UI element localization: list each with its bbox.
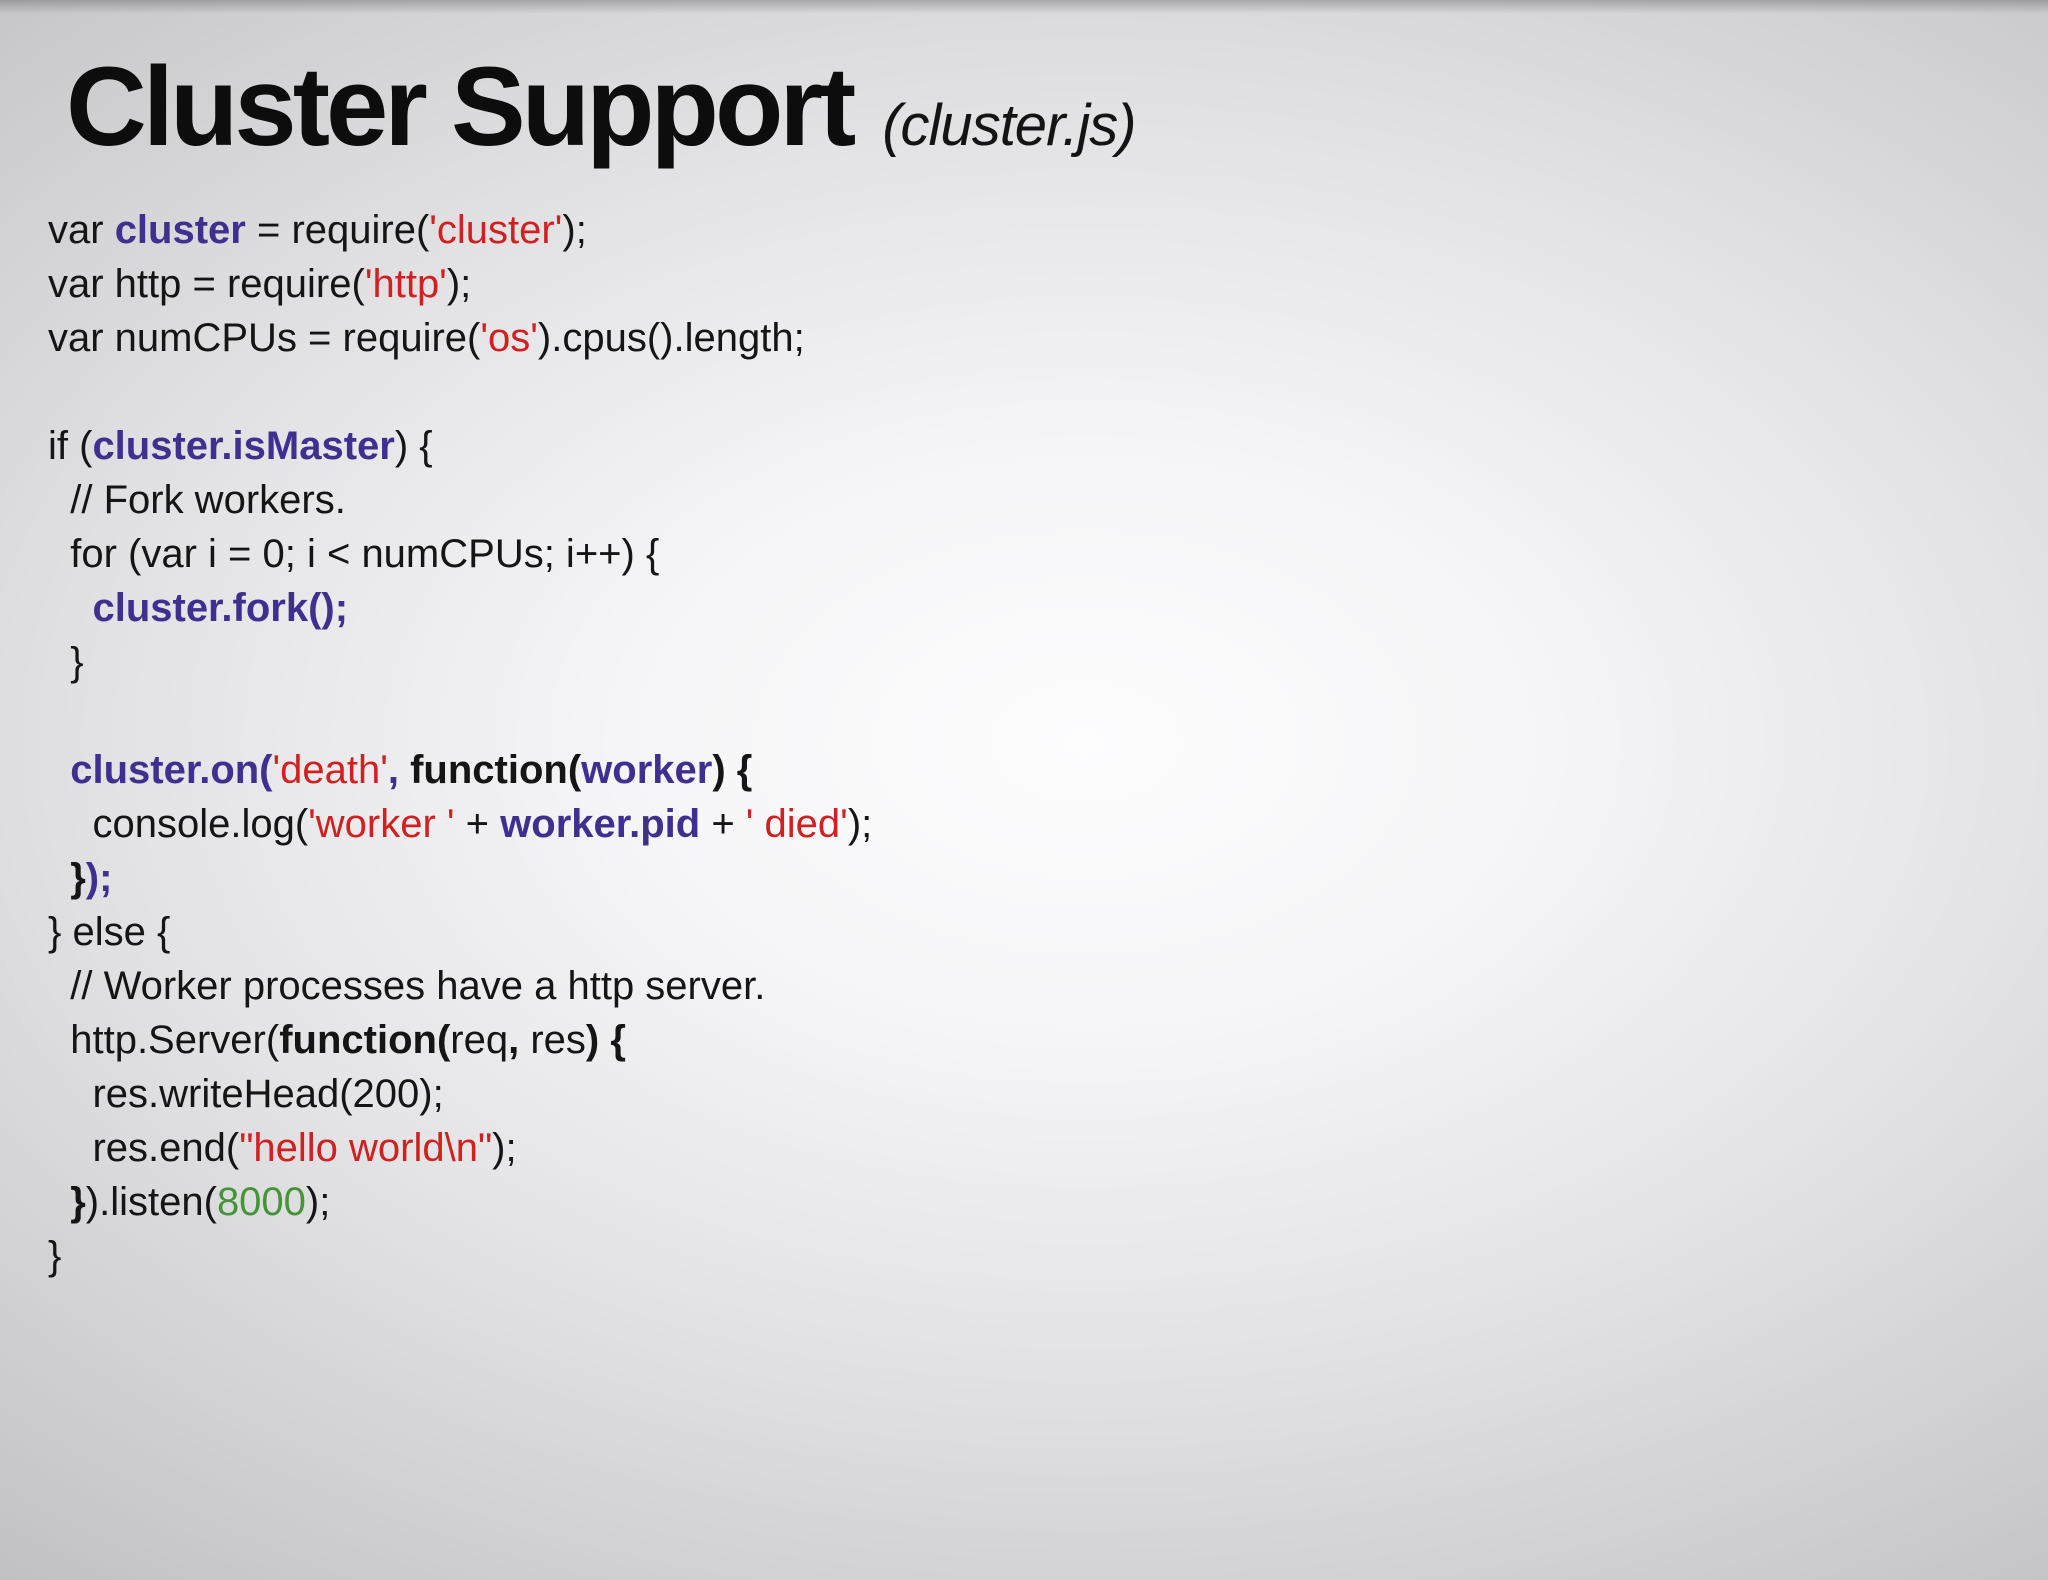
code-segment: } (48, 640, 84, 685)
code-segment: ) { (394, 424, 433, 469)
code-segment: res.end( (48, 1126, 240, 1171)
code-segment: } else { (48, 910, 171, 955)
code-segment: if ( (48, 424, 93, 469)
code-line: }); (48, 851, 2048, 905)
code-segment: 'cluster' (429, 208, 563, 253)
code-segment: worker.pid (500, 802, 701, 847)
code-line: for (var i = 0; i < numCPUs; i++) { (48, 527, 2048, 581)
code-block: var cluster = require('cluster');var htt… (48, 203, 2048, 1283)
code-segment: ).cpus().length; (537, 316, 805, 361)
code-segment: + (700, 802, 746, 847)
code-segment: ' died' (745, 802, 848, 847)
code-segment: ); (446, 262, 472, 307)
code-segment: = require( (245, 208, 430, 253)
slide: Cluster Support (cluster.js) var cluster… (0, 44, 2048, 1580)
code-line: cluster.fork(); (48, 581, 2048, 635)
code-line: } (48, 1229, 2048, 1283)
code-segment: function( (279, 1018, 451, 1063)
code-segment: for (var i = 0; i < numCPUs; i++) { (48, 532, 660, 577)
code-line: var numCPUs = require('os').cpus().lengt… (48, 311, 2048, 365)
code-line: var http = require('http'); (48, 257, 2048, 311)
code-segment: 8000 (216, 1180, 306, 1225)
code-line: }).listen(8000); (48, 1175, 2048, 1229)
code-segment: ); (562, 208, 587, 253)
code-line: if (cluster.isMaster) { (48, 419, 2048, 473)
code-segment: cluster.fork(); (92, 586, 349, 631)
code-segment: req (450, 1018, 509, 1063)
code-line: res.end("hello world\n"); (48, 1121, 2048, 1175)
code-segment (48, 586, 92, 630)
code-segment: var numCPUs = require( (48, 316, 481, 361)
code-segment: // Worker processes have a http server. (48, 964, 766, 1009)
code-segment: ); (492, 1126, 517, 1171)
code-segment: ) { (585, 1018, 626, 1063)
slide-header: Cluster Support (cluster.js) (66, 44, 2048, 169)
code-segment: console.log( (48, 802, 309, 847)
code-line: // Fork workers. (48, 473, 2048, 527)
code-segment: 'os' (480, 316, 538, 361)
code-line: } (48, 635, 2048, 689)
code-line: } else { (48, 905, 2048, 959)
code-segment: res (519, 1018, 586, 1063)
code-segment: ); (847, 802, 873, 847)
code-line (48, 365, 2048, 419)
code-line: cluster.on('death', function(worker) { (48, 743, 2048, 797)
code-segment: , (387, 748, 411, 793)
code-segment: , (508, 1018, 520, 1063)
code-line (48, 689, 2048, 743)
code-segment: ); (305, 1180, 331, 1225)
code-segment: ).listen( (85, 1180, 217, 1225)
code-line: res.writeHead(200); (48, 1067, 2048, 1121)
code-segment: cluster.on( (70, 748, 273, 793)
code-line: // Worker processes have a http server. (48, 959, 2048, 1013)
code-segment: } (48, 1234, 62, 1279)
code-segment: function( (410, 748, 582, 793)
code-segment: var http = require( (48, 262, 365, 307)
code-segment: "hello world\n" (239, 1126, 493, 1171)
code-segment: } (48, 1180, 86, 1225)
code-segment: 'death' (272, 748, 388, 793)
slide-subtitle: (cluster.js) (882, 93, 1136, 158)
code-segment: cluster.isMaster (92, 424, 395, 469)
code-line: http.Server(function(req, res) { (48, 1013, 2048, 1067)
code-segment: ) { (712, 748, 753, 793)
code-segment: ); (85, 856, 113, 901)
code-line: var cluster = require('cluster'); (48, 203, 2048, 257)
code-segment: 'worker ' (308, 802, 455, 847)
code-segment: res.writeHead(200); (48, 1072, 444, 1117)
code-segment: // Fork workers. (48, 478, 346, 523)
code-segment: cluster (114, 208, 246, 253)
code-segment: worker (581, 748, 713, 793)
code-line: console.log('worker ' + worker.pid + ' d… (48, 797, 2048, 851)
code-segment: var (48, 208, 115, 253)
slide-title: Cluster Support (66, 44, 856, 169)
code-segment (48, 748, 70, 792)
code-segment: http.Server( (48, 1018, 280, 1063)
code-segment: + (454, 802, 501, 847)
code-segment: } (48, 856, 86, 901)
code-segment: 'http' (364, 262, 447, 307)
